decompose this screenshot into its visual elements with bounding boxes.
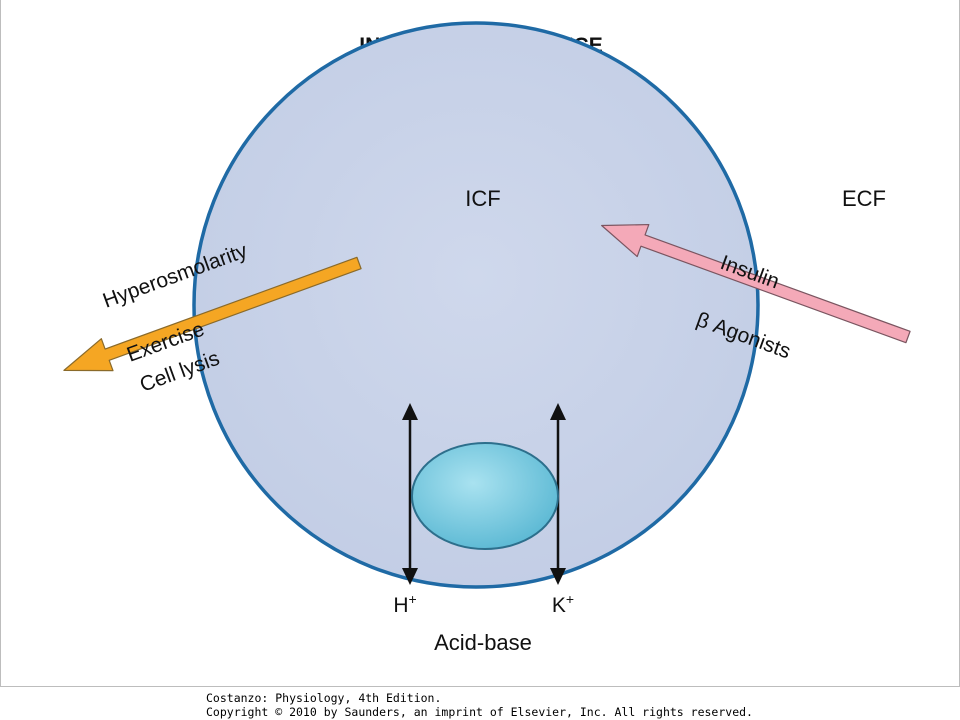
outward-shift-arrow [63, 256, 362, 372]
diagram: INTERNAL K+ BALANCE ICF ECF Hyperosmolar… [63, 21, 911, 655]
acid-base-label: Acid-base [434, 630, 532, 655]
h-ion-label: H+ [393, 591, 416, 617]
inward-shift-arrow [601, 223, 911, 344]
credit-copyright: Copyright © 2010 by Saunders, an imprint… [206, 705, 753, 719]
ecf-label: ECF [842, 186, 886, 211]
k-ion-label: K+ [552, 591, 574, 617]
diagram-frame: INTERNAL K+ BALANCE ICF ECF Hyperosmolar… [0, 0, 960, 687]
exchanger-transporter [411, 442, 559, 550]
icf-label: ICF [465, 186, 500, 211]
credit-book: Costanzo: Physiology, 4th Edition. [206, 691, 442, 705]
h-ion-arrow [402, 403, 418, 585]
cell-membrane [192, 21, 760, 589]
